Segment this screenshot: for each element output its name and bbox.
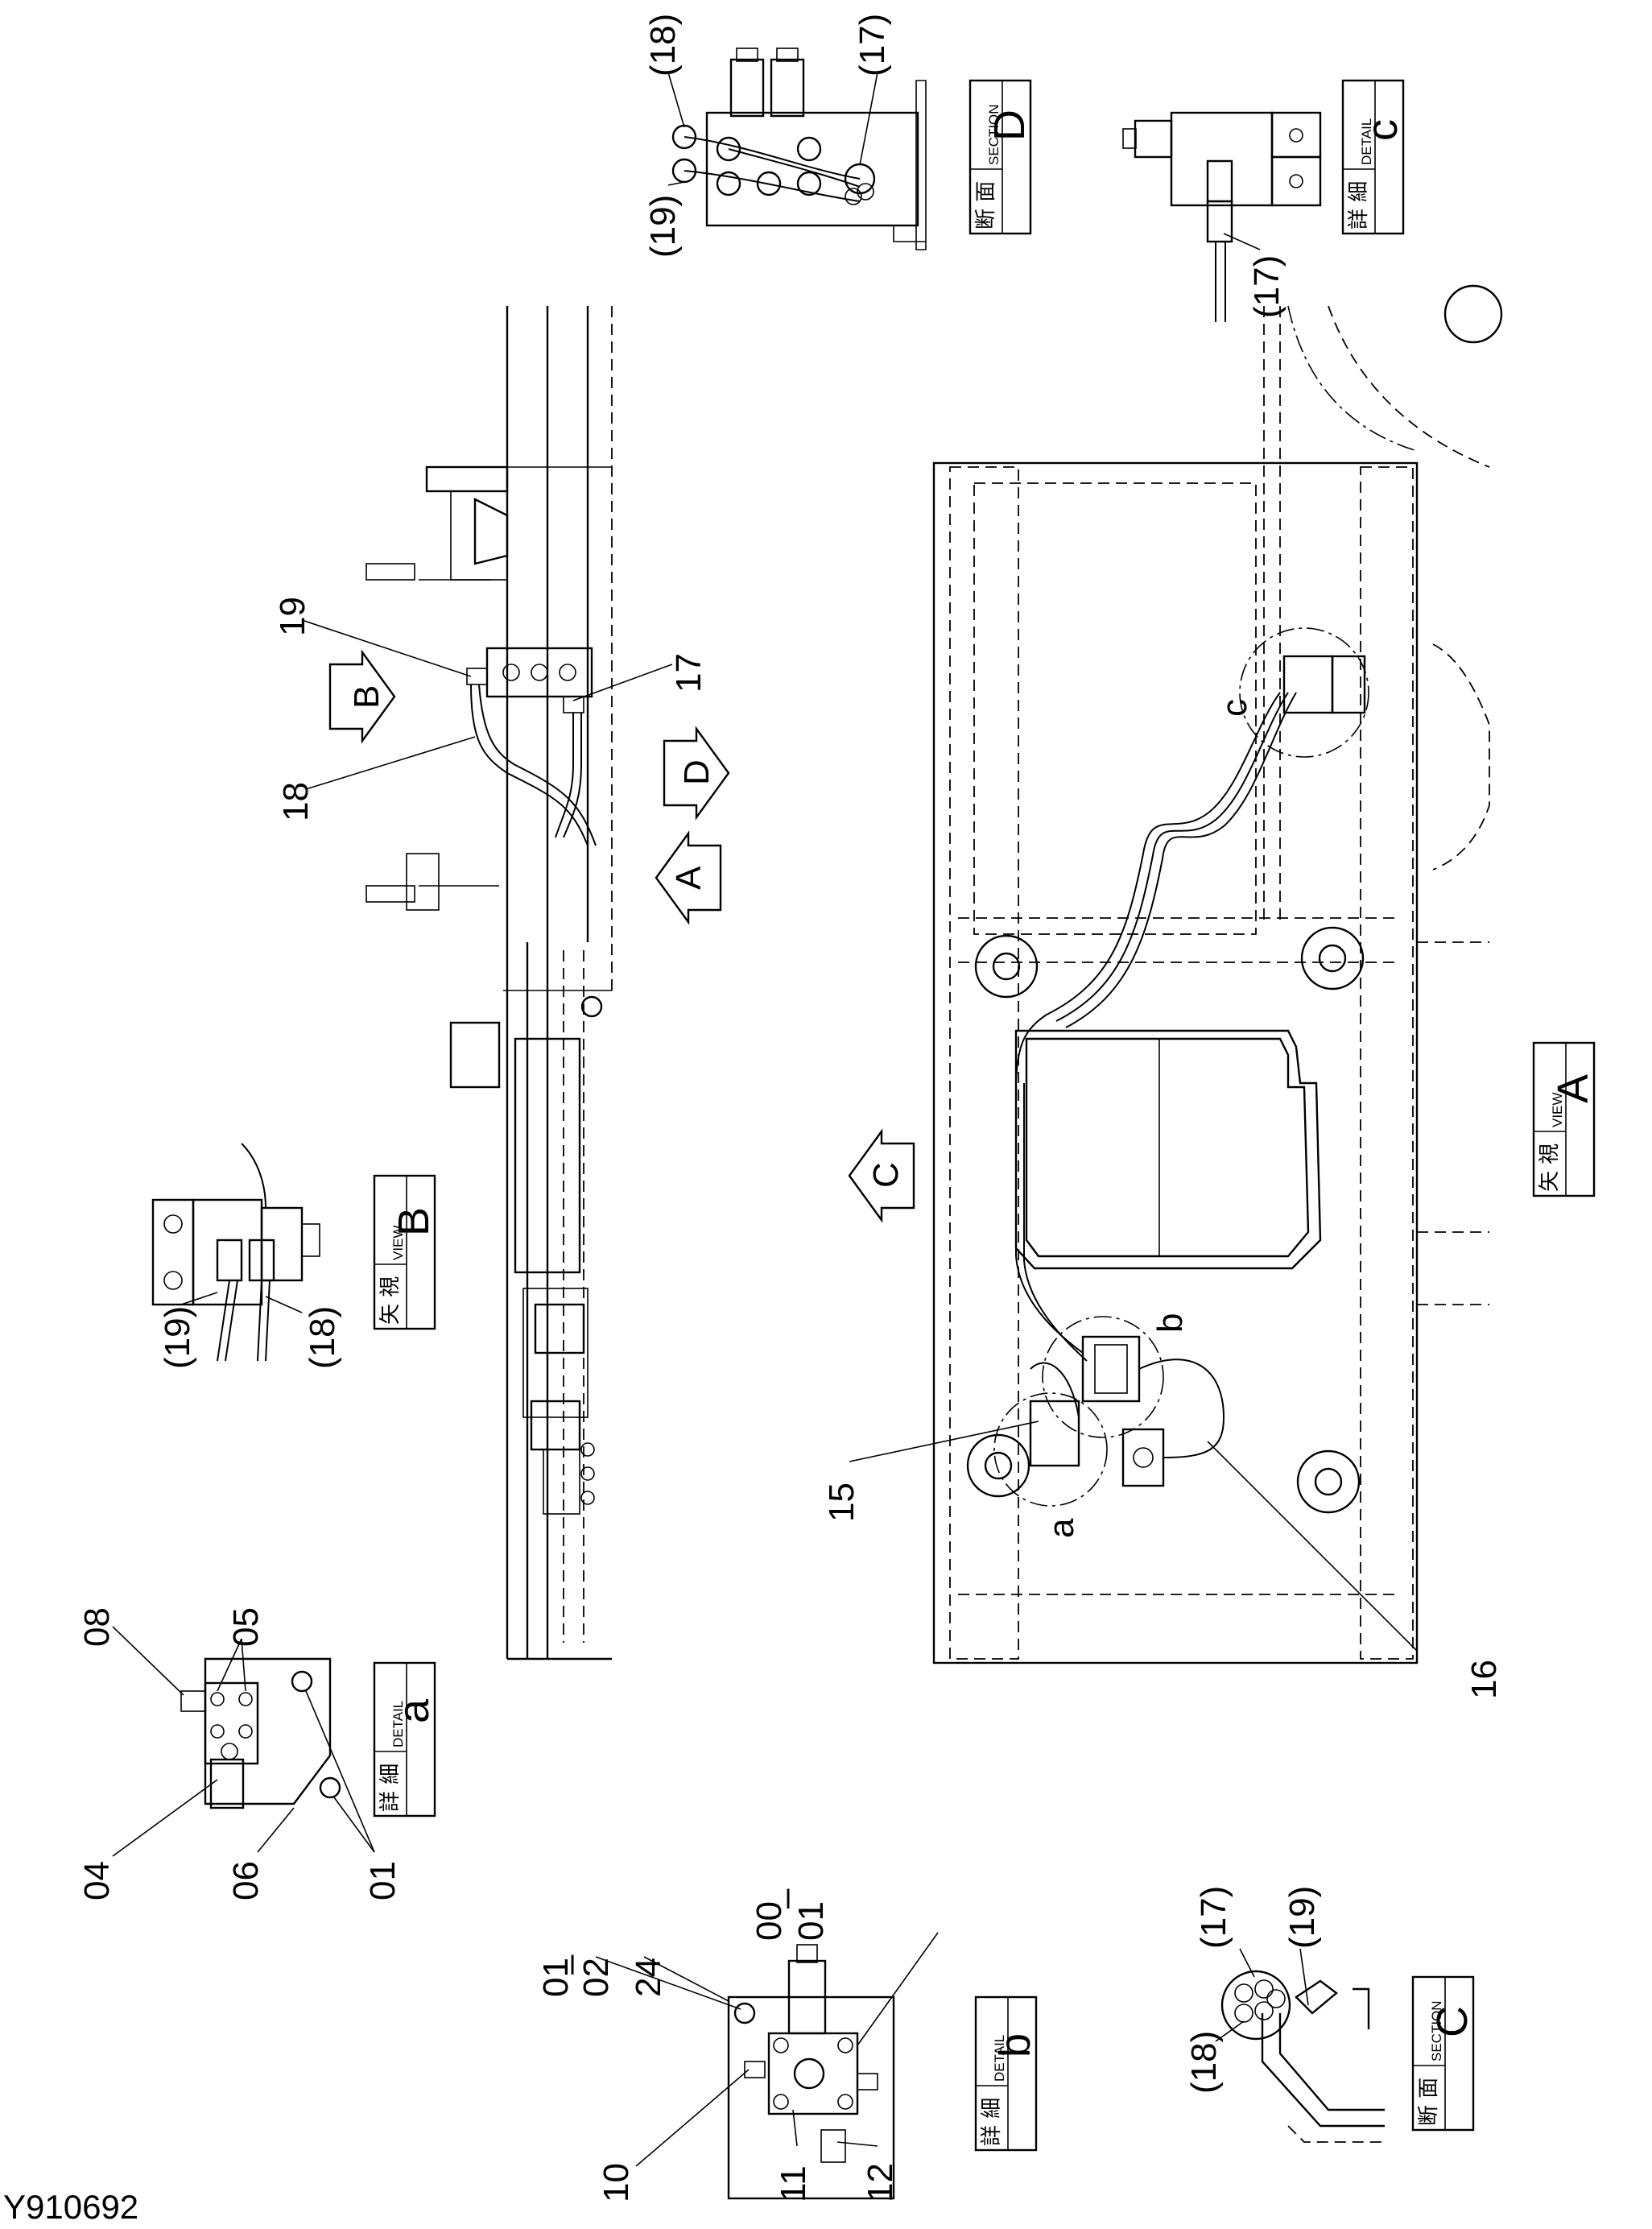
svg-text:B: B bbox=[390, 1207, 438, 1236]
title-block-section-c: 断 面 SECTION C bbox=[1411, 1975, 1476, 2132]
svg-text:a: a bbox=[390, 1698, 438, 1723]
side-view-frame bbox=[366, 306, 613, 1660]
svg-text:A: A bbox=[669, 866, 708, 890]
title-block-view-b: 矢 視 VIEW B bbox=[373, 1174, 438, 1330]
svg-text:D: D bbox=[985, 110, 1034, 141]
callout-17-sec-d: (17) bbox=[853, 14, 892, 77]
callout-18-view-b: (18) bbox=[303, 1306, 342, 1369]
detail-b-drawing bbox=[727, 1944, 895, 2200]
callout-00-01-a: 00 bbox=[750, 1901, 789, 1941]
svg-text:SECTION: SECTION bbox=[986, 104, 1002, 165]
svg-text:SECTION: SECTION bbox=[1429, 2000, 1444, 2062]
title-block-detail-b: 詳 細 DETAIL b bbox=[974, 1995, 1039, 2152]
callout-15: 15 bbox=[822, 1483, 861, 1522]
detail-mark-b: b bbox=[1150, 1313, 1190, 1333]
svg-text:VIEW: VIEW bbox=[1550, 1093, 1565, 1127]
callout-19: 19 bbox=[273, 597, 312, 636]
svg-text:–: – bbox=[550, 1954, 589, 1975]
svg-text:断 面: 断 面 bbox=[974, 181, 998, 230]
view-b-drawing bbox=[151, 1143, 320, 1362]
svg-text:b: b bbox=[991, 2033, 1039, 2057]
svg-text:詳 細: 詳 細 bbox=[1347, 181, 1371, 230]
svg-text:矢 視: 矢 視 bbox=[378, 1276, 403, 1325]
svg-text:B: B bbox=[347, 685, 386, 709]
svg-text:DETAIL: DETAIL bbox=[992, 2035, 1007, 2082]
detail-mark-a: a bbox=[1042, 1518, 1081, 1538]
svg-text:C: C bbox=[1428, 2006, 1476, 2037]
view-a-plan bbox=[932, 284, 1503, 1665]
svg-text:–: – bbox=[766, 1888, 805, 1909]
callout-11: 11 bbox=[774, 2165, 813, 2202]
section-c-drawing bbox=[1220, 1970, 1385, 2143]
svg-text:詳 細: 詳 細 bbox=[378, 1764, 403, 1812]
callout-10: 10 bbox=[597, 2163, 636, 2202]
callout-08: 08 bbox=[77, 1607, 117, 1647]
svg-text:断 面: 断 面 bbox=[1417, 2078, 1441, 2126]
view-arrow-a: A bbox=[655, 830, 722, 925]
callout-01: 01 bbox=[363, 1861, 403, 1900]
svg-text:A: A bbox=[1549, 1074, 1597, 1103]
callout-02-b: 02 bbox=[576, 1958, 616, 1997]
callout-16: 16 bbox=[1464, 1660, 1504, 1699]
callout-18-sec-c: (18) bbox=[1184, 2031, 1224, 2094]
svg-text:C: C bbox=[866, 1162, 906, 1188]
view-arrow-c: C bbox=[848, 1128, 915, 1223]
callout-19-view-b: (19) bbox=[158, 1306, 197, 1369]
detail-mark-c: c bbox=[1215, 699, 1254, 717]
svg-text:矢 視: 矢 視 bbox=[1538, 1143, 1562, 1192]
callout-06: 06 bbox=[226, 1861, 266, 1900]
callout-01-b: 01 bbox=[536, 1958, 576, 1997]
title-block-detail-a: 詳 細 DETAIL a bbox=[373, 1661, 438, 1818]
svg-text:VIEW: VIEW bbox=[390, 1226, 406, 1260]
callout-19-sec-d: (19) bbox=[643, 195, 683, 258]
svg-text:DETAIL: DETAIL bbox=[390, 1701, 406, 1747]
callout-12: 12 bbox=[861, 2163, 900, 2202]
view-arrow-d: D bbox=[663, 726, 730, 821]
section-d-drawing bbox=[671, 48, 927, 250]
callout-24: 24 bbox=[629, 1958, 668, 1997]
title-block-view-a: 矢 視 VIEW A bbox=[1532, 1041, 1597, 1197]
callout-17: 17 bbox=[669, 653, 708, 693]
svg-text:D: D bbox=[677, 759, 717, 785]
svg-text:DETAIL: DETAIL bbox=[1359, 118, 1374, 165]
detail-c-drawing bbox=[1122, 111, 1322, 322]
title-block-section-d: 断 面 SECTION D bbox=[968, 79, 1034, 235]
svg-text:詳 細: 詳 細 bbox=[980, 2098, 1004, 2146]
callout-19-sec-c: (19) bbox=[1282, 1886, 1322, 1949]
callout-17-sec-c: (17) bbox=[1194, 1886, 1233, 1949]
callout-05: 05 bbox=[226, 1607, 266, 1647]
callout-00-01-b: 01 bbox=[791, 1901, 831, 1941]
view-arrow-b: B bbox=[328, 649, 396, 744]
callout-04: 04 bbox=[77, 1861, 117, 1900]
figure-id: Y910692 bbox=[3, 2188, 138, 2226]
svg-text:c: c bbox=[1358, 119, 1406, 141]
title-block-detail-c: 詳 細 DETAIL c bbox=[1341, 79, 1406, 235]
detail-a-drawing bbox=[180, 1657, 341, 1809]
callout-18-sec-d: (18) bbox=[643, 14, 683, 77]
